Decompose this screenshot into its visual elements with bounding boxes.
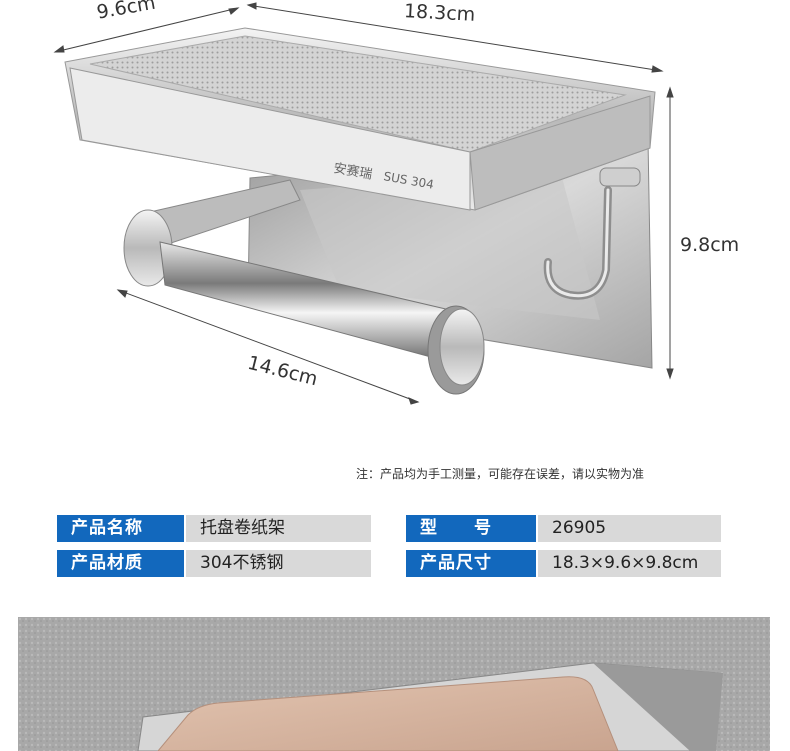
measurement-note: 注：产品均为手工测量，可能存在误差，请以实物为准 bbox=[356, 467, 645, 481]
usage-photo bbox=[18, 617, 770, 751]
spec-label-size: 产品尺寸 bbox=[406, 550, 536, 577]
spec-value-name: 托盘卷纸架 bbox=[186, 515, 371, 542]
dimension-height-label: 9.8cm bbox=[680, 234, 740, 256]
spec-value-material: 304不锈钢 bbox=[186, 550, 371, 577]
shelf-in-use-illustration bbox=[18, 617, 770, 751]
spec-value-size: 18.3×9.6×9.8cm bbox=[538, 550, 721, 577]
hook-icon bbox=[543, 167, 641, 300]
spec-value-model: 26905 bbox=[538, 515, 721, 542]
brand-engraving: 安赛瑞 bbox=[332, 160, 373, 183]
toilet-paper-holder-illustration: 安赛瑞 SUS 304 bbox=[53, 2, 674, 405]
spec-row: 产品名称 托盘卷纸架 型 号 26905 bbox=[57, 515, 721, 542]
spec-label-model: 型 号 bbox=[406, 515, 536, 542]
dimension-length-label: 18.3cm bbox=[403, 0, 476, 26]
spec-row: 产品材质 304不锈钢 产品尺寸 18.3×9.6×9.8cm bbox=[57, 550, 721, 577]
spec-label-name: 产品名称 bbox=[57, 515, 184, 542]
dimension-lines bbox=[53, 2, 674, 405]
spec-table: 产品名称 托盘卷纸架 型 号 26905 产品材质 304不锈钢 产品尺寸 18… bbox=[57, 515, 721, 579]
product-image-area: 安赛瑞 SUS 304 9.6cm 18.3cm 9.8cm 14.6cm bbox=[53, 0, 740, 405]
spec-label-material: 产品材质 bbox=[57, 550, 184, 577]
